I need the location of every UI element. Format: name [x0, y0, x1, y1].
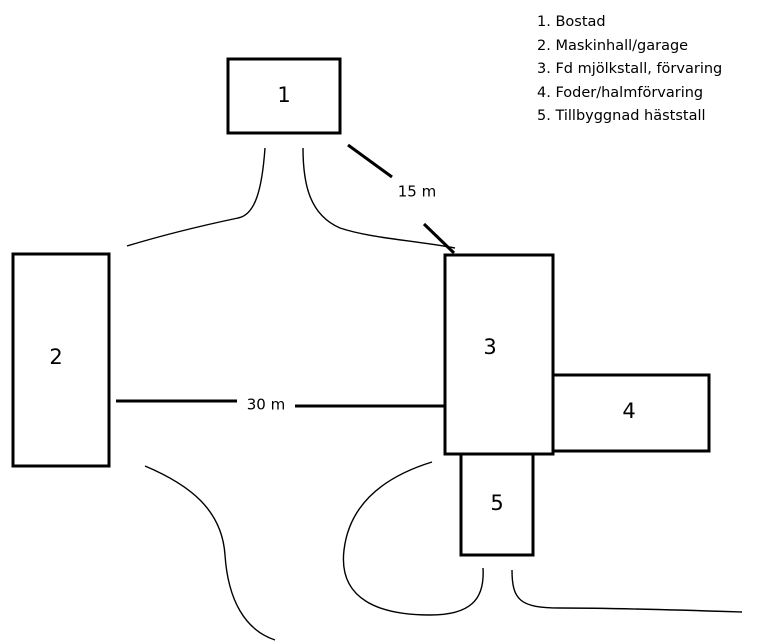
road-curve-top-right — [302, 147, 456, 249]
distance-label-30m: 30 m — [247, 396, 285, 414]
building-5-label: 5 — [490, 491, 503, 515]
building-3 — [443, 253, 555, 456]
road-curve-bottom-left — [144, 465, 276, 641]
legend-item-2: 2. Maskinhall/garage — [537, 37, 689, 54]
legend-item-3: 3. Fd mjölkstall, förvaring — [537, 61, 723, 77]
road-curve-top-left — [126, 147, 266, 247]
building-1 — [226, 57, 342, 135]
building-1-label: 1 — [277, 83, 290, 107]
legend-item-4: 4. Foder/halmförvaring — [537, 84, 704, 101]
distance-line-1-3 — [347, 143, 393, 179]
building-2-label: 2 — [49, 345, 62, 369]
legend: 1. Bostad 2. Maskinhall/garage 3. Fd mjö… — [537, 11, 722, 129]
legend-item-1: 1. Bostad — [537, 14, 606, 30]
road-curve-bottom-right — [511, 569, 743, 613]
building-4-label: 4 — [622, 399, 635, 423]
distance-line-1-3-lower — [422, 222, 456, 255]
road-curve-bottom-middle — [342, 461, 484, 616]
distance-label-15m: 15 m — [398, 183, 436, 201]
building-2 — [11, 252, 111, 468]
building-3-label: 3 — [483, 335, 496, 359]
building-5 — [459, 452, 535, 557]
building-4 — [551, 373, 711, 453]
legend-item-5: 5. Tillbyggnad häststall — [537, 108, 706, 124]
